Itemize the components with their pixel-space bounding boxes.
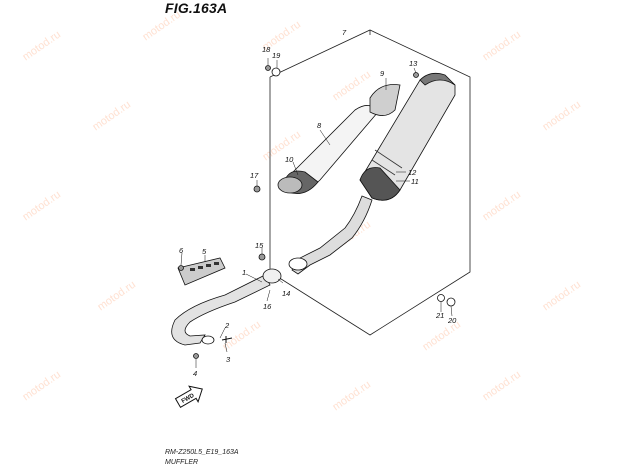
part-label-11: 11 — [411, 177, 419, 186]
mid-pipe — [291, 195, 373, 275]
part-label-19: 19 — [272, 51, 281, 60]
part-label-4: 4 — [193, 369, 197, 378]
part-label-8: 8 — [317, 121, 322, 130]
figure-code: RM-Z250L5_E19_163A — [165, 449, 239, 456]
bolt-3 — [221, 336, 233, 343]
part-label-13: 13 — [409, 59, 418, 68]
part-label-3: 3 — [226, 355, 231, 364]
part-label-1: 1 — [242, 268, 246, 277]
bolt-17 — [253, 185, 261, 193]
bolt-18 — [265, 65, 281, 77]
part-label-20: 20 — [447, 316, 457, 325]
part-label-5: 5 — [202, 247, 207, 256]
figure-caption: MUFFLER — [165, 459, 199, 466]
tail-pipe-end — [277, 176, 303, 194]
part-label-12: 12 — [408, 168, 417, 177]
part-label-6: 6 — [179, 246, 184, 255]
end-cap — [369, 84, 401, 116]
silencer-body — [359, 72, 456, 201]
bolt-15 — [258, 253, 266, 261]
part-label-2: 2 — [224, 321, 230, 330]
figure-title: FIG.163A — [165, 0, 228, 16]
clamp — [262, 268, 282, 284]
heat-shield — [177, 257, 226, 286]
mid-pipe-inlet — [288, 257, 308, 271]
washer-21 — [437, 294, 445, 302]
part-label-14: 14 — [282, 289, 290, 298]
bolt-4 — [193, 353, 199, 359]
washer-20 — [446, 297, 456, 307]
heat-shield-slots — [190, 262, 219, 271]
part-label-7: 7 — [342, 28, 347, 37]
header-pipe — [171, 274, 271, 346]
part-label-9: 9 — [380, 69, 385, 78]
bolt-6 — [178, 265, 184, 271]
part-label-16: 16 — [263, 302, 272, 311]
gasket — [201, 335, 215, 345]
part-label-15: 15 — [255, 241, 264, 250]
bolt-13 — [413, 72, 419, 78]
leader-lines — [180, 58, 453, 368]
part-label-10: 10 — [285, 155, 294, 164]
part-label-18: 18 — [262, 45, 271, 54]
part-label-21: 21 — [435, 311, 444, 320]
fwd-arrow: FWD — [174, 385, 203, 409]
part-label-17: 17 — [250, 171, 259, 180]
